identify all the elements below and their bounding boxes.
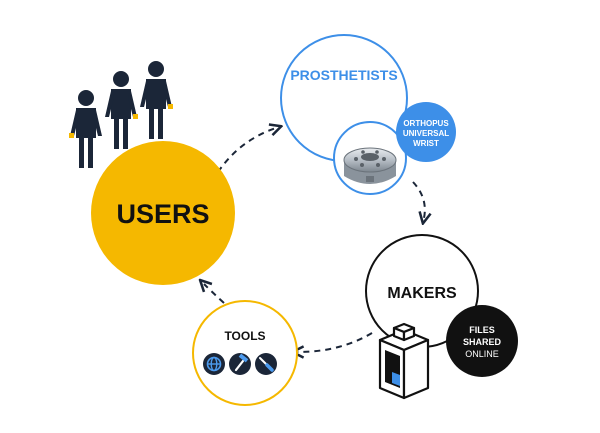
wrist-badge-line3: WRIST (413, 139, 439, 148)
cycle-arrows (204, 128, 425, 352)
tool-icons (203, 353, 277, 375)
files-badge-line2: SHARED (463, 337, 502, 347)
users-figures (69, 61, 173, 168)
screwdriver-tool-icon (255, 353, 277, 375)
tools-node (192, 300, 298, 406)
arrow-tools-to-users (204, 284, 225, 304)
makers-label: MAKERS (387, 285, 457, 302)
3d-printer-icon (378, 322, 430, 400)
arrow-makers-to-tools (298, 332, 373, 352)
hammer-tool-icon (229, 353, 251, 375)
person-figure-icon (105, 71, 138, 149)
wrist-device-image (343, 147, 397, 184)
files-badge-line3: ONLINE (465, 349, 499, 359)
wrist-badge-line2: UNIVERSAL (403, 129, 449, 138)
wrist-badge-line1: ORTHOPUS (403, 119, 449, 128)
wrist-badge (396, 102, 456, 162)
files-badge (446, 305, 518, 377)
person-figure-icon (140, 61, 173, 139)
files-badge-line1: FILES (469, 325, 495, 335)
person-figure-icon (69, 90, 102, 168)
users-node (91, 141, 235, 285)
prosthetists-label: PROSTHETISTS (290, 67, 397, 83)
users-label: USERS (116, 199, 209, 229)
globe-tool-icon (203, 353, 225, 375)
arrow-users-to-prosthetists (217, 128, 276, 173)
tools-label: TOOLS (224, 329, 265, 343)
arrow-prosthetists-to-makers (412, 181, 425, 218)
